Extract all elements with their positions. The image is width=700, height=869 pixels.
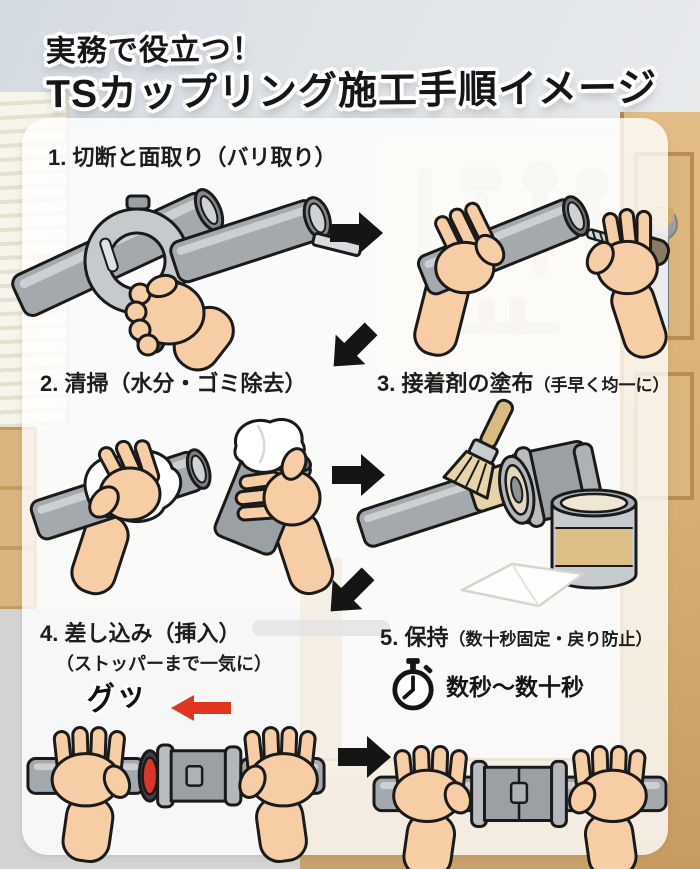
wipe-pipe-illustration (28, 406, 228, 591)
push-sfx-label: グッ (84, 676, 149, 718)
insertion-illustration (26, 725, 326, 866)
arrow-down-left-icon (330, 567, 375, 612)
holding-illustration (372, 744, 668, 869)
cut-pipe-illustration (170, 180, 360, 290)
step1-heading: 1. 切断と面取り（バリ取り） (48, 145, 337, 170)
deburring-illustration (368, 146, 668, 361)
title-tagline: 実務で役立つ！ (45, 32, 263, 69)
adhesive-can-illustration (542, 470, 647, 595)
pipe-cutter-illustration (32, 176, 262, 361)
title-main: TSカップリング施工手順イメージ (45, 66, 658, 116)
ceiling-background (0, 0, 700, 130)
arrow-down-left-icon (333, 322, 378, 367)
arrow-right-icon (332, 454, 385, 496)
cloth-illustration (460, 562, 585, 608)
step4-heading: 4. 差し込み（挿入） （ストッパーまで一気に） (40, 621, 272, 674)
step3-heading: 3. 接着剤の塗布（手早く均一に） (377, 371, 670, 396)
wipe-coupling-illustration (174, 400, 344, 595)
stopwatch-icon (392, 658, 434, 711)
red-arrow-left-icon (171, 695, 231, 721)
step5-heading: 5. 保持（数十秒固定・戻り防止） (380, 625, 653, 650)
arrow-right-icon (330, 212, 383, 254)
hold-time-row: 数秒〜数十秒 (390, 658, 584, 712)
hold-time-label: 数秒〜数十秒 (446, 674, 584, 700)
step2-heading: 2. 清掃（水分・ゴミ除去） (40, 371, 307, 396)
arrow-right-icon (338, 736, 391, 778)
steps-card: 1. 切断と面取り（バリ取り） (22, 118, 670, 869)
page-title: 実務で役立つ！ TSカップリング施工手順イメージ (46, 29, 658, 117)
